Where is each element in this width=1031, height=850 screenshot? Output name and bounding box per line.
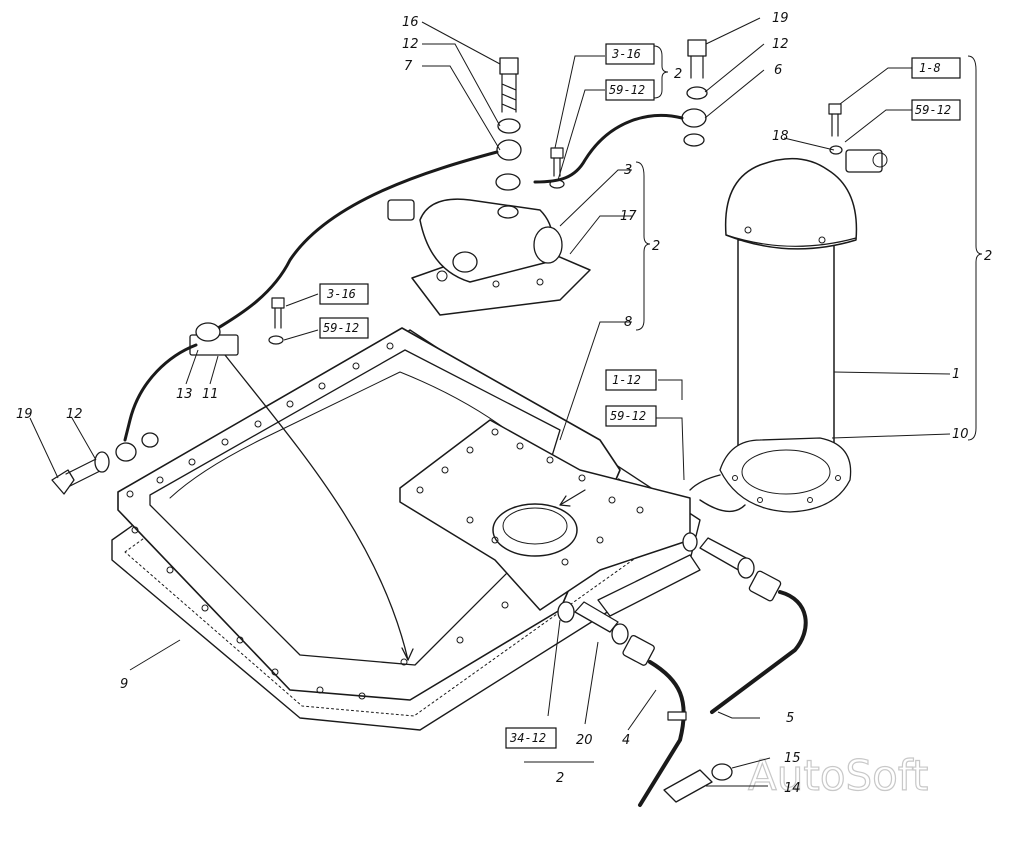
callout-19: 19 [772, 11, 789, 26]
callout-20: 20 [576, 733, 593, 748]
kit-59-12: 59-12 [915, 103, 951, 117]
kit-59-12: 59-12 [323, 321, 359, 335]
leader-lines [29, 17, 951, 787]
housing-bolt-holes [416, 428, 644, 566]
callout-11: 11 [202, 387, 219, 402]
lower-fittings [574, 537, 808, 807]
kit-59-12: 59-12 [609, 83, 645, 97]
callout-6: 6 [774, 63, 782, 78]
callout-14: 14 [784, 781, 801, 796]
callout-12: 12 [772, 37, 789, 52]
group-count-top: 2 [674, 67, 682, 82]
group-counts: 2 2 2 2 [556, 67, 992, 786]
callout-12: 12 [402, 37, 419, 52]
callout-10: 10 [952, 427, 969, 442]
callout-4: 4 [622, 733, 630, 748]
callout-16: 16 [402, 15, 419, 30]
kit-3-16: 3-16 [326, 287, 356, 301]
callout-8: 8 [624, 315, 632, 330]
callout-3: 3 [624, 163, 632, 178]
group-braces [524, 45, 983, 763]
watermark: AutoSoft [748, 751, 928, 800]
valve-assembly [387, 173, 591, 316]
group-count-bottom: 2 [556, 771, 564, 786]
callout-labels: 16 12 7 19 12 6 3 17 8 18 1 10 13 11 19 … [16, 11, 969, 796]
callout-13: 13 [176, 387, 193, 402]
callout-5: 5 [786, 711, 794, 726]
callout-15: 15 [784, 751, 801, 766]
pan-bolt-holes [126, 342, 509, 700]
kit-1-12: 1-12 [612, 373, 641, 387]
oil-filter [689, 103, 888, 513]
kit-labels: 3-16 59-12 1-8 59-12 3-16 59-12 1-12 59-… [319, 43, 961, 749]
callout-1: 1 [952, 367, 960, 382]
kit-59-12: 59-12 [610, 409, 646, 423]
callout-19: 19 [16, 407, 33, 422]
callout-17: 17 [620, 209, 637, 224]
callout-9: 9 [120, 677, 128, 692]
group-count-filter: 2 [984, 249, 992, 264]
kit-3-16: 3-16 [611, 47, 641, 61]
kit-1-8: 1-8 [919, 61, 941, 75]
top-fittings [51, 39, 708, 495]
callout-7: 7 [404, 59, 413, 74]
kit-34-12: 34-12 [509, 731, 546, 745]
group-count-valve: 2 [652, 239, 660, 254]
oil-pan [111, 327, 701, 731]
callout-12: 12 [66, 407, 83, 422]
callout-18: 18 [772, 129, 789, 144]
